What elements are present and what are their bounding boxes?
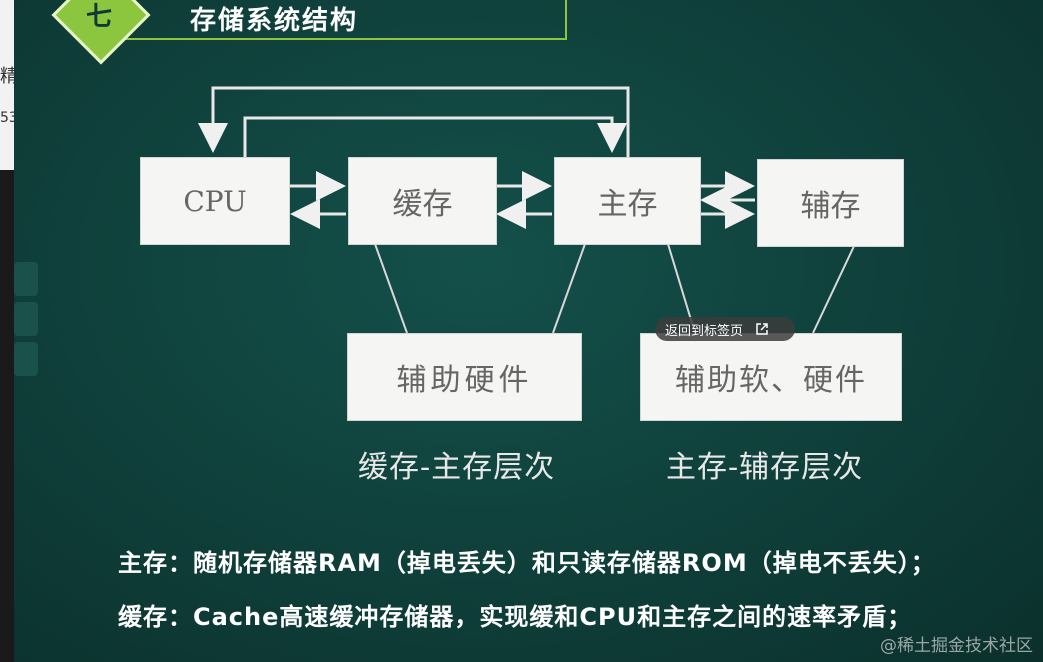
aux-hardware-box: 辅助硬件 [347, 333, 582, 421]
main-aux-hierarchy-label: 主存-辅存层次 [666, 450, 864, 485]
cache-box: 缓存 [348, 157, 497, 245]
cpu-to-main-arrow [243, 116, 627, 158]
return-to-tab-popup[interactable]: 返回到标签页 [655, 317, 795, 341]
external-link-icon[interactable] [755, 322, 769, 336]
video-control-button[interactable] [14, 342, 38, 376]
sidebar-text-fragment: 精 [0, 66, 18, 87]
sidebar-number-fragment: 53 [0, 110, 18, 126]
main-to-cpu-arrow [198, 86, 630, 158]
note-main-memory: 主存：随机存储器RAM（掉电丢失）和只读存储器ROM（掉电不丢失）； [118, 549, 936, 577]
aux-storage-box: 辅存 [757, 159, 904, 247]
video-control-button[interactable] [14, 262, 38, 296]
video-control-button[interactable] [14, 302, 38, 336]
cpu-box: CPU [140, 157, 290, 245]
aux-software-hardware-box: 辅助软、硬件 [640, 333, 902, 421]
sidebar-top-panel [0, 0, 14, 170]
main-memory-box: 主存 [554, 157, 701, 245]
note-cache: 缓存：Cache高速缓冲存储器，实现缓和CPU和主存之间的速率矛盾； [118, 603, 913, 631]
slide-title: 存储系统结构 [190, 6, 359, 36]
section-badge-number: 七 [86, 2, 113, 32]
cache-main-hierarchy-label: 缓存-主存层次 [358, 450, 556, 485]
watermark: @稀土掘金技术社区 [880, 636, 1033, 656]
slide-canvas [14, 0, 1043, 662]
browser-sidebar-strip: 精 53 [0, 0, 18, 662]
return-to-tab-label: 返回到标签页 [665, 323, 744, 339]
